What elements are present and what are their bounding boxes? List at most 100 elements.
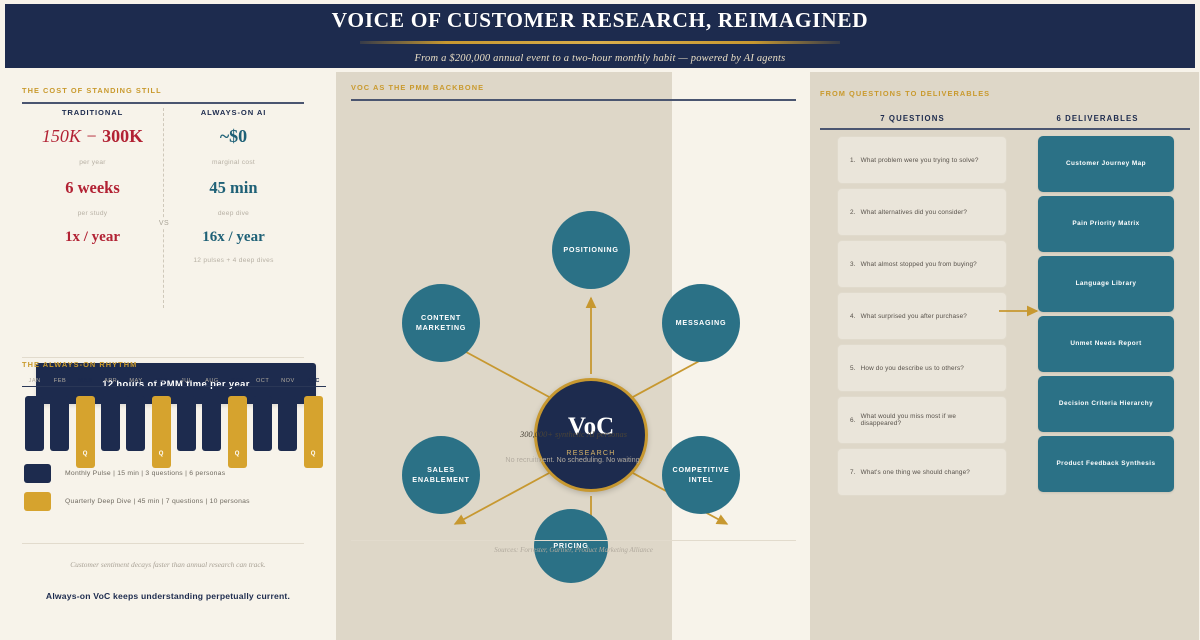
rhythm-bar-marker: Q <box>234 451 240 458</box>
deliverable-card[interactable]: Product Feedback Synthesis <box>1038 436 1174 492</box>
traditional-cost-note: per year <box>79 159 106 166</box>
deliverable-label: Product Feedback Synthesis <box>1056 460 1156 468</box>
rhythm-bar-cell <box>275 396 300 452</box>
question-number: 1. <box>850 156 856 164</box>
cost-col-traditional: TRADITIONAL 150K − 300K per year 6 weeks… <box>22 108 163 264</box>
ai-freq-value: 16x / year <box>202 229 265 245</box>
deliverable-card[interactable]: Customer Journey Map <box>1038 136 1174 192</box>
deliverable-label: Language Library <box>1075 280 1137 288</box>
deliverable-card[interactable]: Decision Criteria Hierarchy <box>1038 376 1174 432</box>
question-card[interactable]: 7.What's one thing we should change? <box>837 448 1007 496</box>
sources-note: Sources: Forrester, Gartner, Product Mar… <box>494 546 653 554</box>
rhythm-bar-cell <box>98 396 123 452</box>
rhythm-bar-jan[interactable] <box>25 396 45 452</box>
rhythm-bar-sep[interactable]: Q <box>227 396 247 469</box>
rhythm-bar-apr[interactable] <box>101 396 121 452</box>
rhythm-bar-may[interactable] <box>126 396 146 452</box>
page-subtitle: From a $200,000 annual event to a two-ho… <box>414 53 786 64</box>
cost-section-rule <box>22 102 304 104</box>
question-text: What problem were you trying to solve? <box>860 156 979 164</box>
node-pricing[interactable]: PRICING <box>534 509 608 583</box>
rhythm-bar-feb[interactable] <box>50 396 70 452</box>
deliverable-card[interactable]: Language Library <box>1038 256 1174 312</box>
question-number: 2. <box>850 208 856 216</box>
rhythm-axis-rule <box>22 386 326 388</box>
deliverable-card[interactable]: Unmet Needs Report <box>1038 316 1174 372</box>
question-text: What surprised you after purchase? <box>860 312 967 320</box>
right-panel: FROM QUESTIONS TO DELIVERABLES 7 QUESTIO… <box>811 72 1200 640</box>
traditional-cost-value: 150K − 300K <box>22 126 163 147</box>
traditional-cost-high: 300K <box>102 126 144 146</box>
rhythm-bar-dec[interactable]: Q <box>303 396 323 469</box>
question-card[interactable]: 2.What alternatives did you consider? <box>837 188 1007 236</box>
rhythm-month-label: APR <box>104 378 118 384</box>
rhythm-bar-oct[interactable] <box>253 396 273 452</box>
rhythm-bar-cell <box>123 396 148 452</box>
rhythm-bar-cell: Q <box>149 396 174 469</box>
question-card[interactable]: 4.What surprised you after purchase? <box>837 292 1007 340</box>
node-messaging-label: MESSAGING <box>675 318 727 328</box>
cost-section-bottom-rule <box>22 357 304 358</box>
question-text: What would you miss most if we disappear… <box>860 413 957 427</box>
right-header-rule <box>820 128 1190 130</box>
question-card[interactable]: 1. What problem were you trying to solve? <box>837 136 1007 184</box>
ai-cost-note: marginal cost <box>211 159 256 166</box>
deliverables-eyebrow: FROM QUESTIONS TO DELIVERABLES <box>820 89 991 98</box>
legend-swatch-pulse <box>24 463 51 483</box>
question-number: 6. <box>850 416 856 424</box>
question-list: 1. What problem were you trying to solve?… <box>837 136 1007 500</box>
deliverable-card[interactable]: Pain Priority Matrix <box>1038 196 1174 252</box>
node-positioning[interactable]: POSITIONING <box>552 211 630 289</box>
cost-section-eyebrow: THE COST OF STANDING STILL <box>22 86 162 95</box>
traditional-cost-low: 150K <box>41 126 81 146</box>
cost-comparison-grid: TRADITIONAL 150K − 300K per year 6 weeks… <box>22 108 304 264</box>
node-pricing-label: PRICING <box>553 541 589 551</box>
traditional-time-note: per study <box>77 210 108 217</box>
rhythm-bar-cell <box>22 396 47 452</box>
rhythm-bar-jun[interactable]: Q <box>151 396 171 469</box>
ai-freq-note: 12 pulses + 4 deep dives <box>193 257 274 264</box>
center-panel: VoC AS THE PMM BACKBONE POSITIO <box>337 72 810 640</box>
rhythm-bar-marker: Q <box>310 451 316 458</box>
questions-to-deliverables-arrow <box>999 305 1039 317</box>
rhythm-bar-aug[interactable] <box>202 396 222 452</box>
question-card[interactable]: 3.What almost stopped you from buying? <box>837 240 1007 288</box>
rhythm-month-label: AUG <box>205 378 219 384</box>
rhythm-bar-cell: Q <box>301 396 326 469</box>
no-recruitment-note: No recruitment. No scheduling. No waitin… <box>505 455 642 464</box>
traditional-time-value: 6 weeks <box>65 178 120 197</box>
question-text: How do you describe us to others? <box>860 364 964 372</box>
vs-label: VS <box>156 218 172 229</box>
node-messaging[interactable]: MESSAGING <box>662 284 740 362</box>
rhythm-month-label: JAN <box>28 378 41 384</box>
question-card[interactable]: 6. What would you miss most if we disappe… <box>837 396 1007 444</box>
panel-divider-left <box>336 72 672 640</box>
personas-note: 300,000+ synthetic AI personas <box>520 430 627 439</box>
deliverables-header: 6 DELIVERABLES <box>1056 114 1139 123</box>
question-number: 5. <box>850 364 856 372</box>
question-card[interactable]: 5. How do you describe us to others? <box>837 344 1007 392</box>
rhythm-bar-marker: Q <box>158 451 164 458</box>
node-positioning-label: POSITIONING <box>563 245 619 255</box>
rhythm-bar-cell <box>199 396 224 452</box>
right-column-headers: 7 QUESTIONS 6 DELIVERABLES <box>820 114 1190 123</box>
rhythm-bar-nov[interactable] <box>278 396 298 452</box>
rhythm-bar-mar[interactable]: Q <box>75 396 95 469</box>
rhythm-bar-jul[interactable] <box>177 396 197 452</box>
header-divider <box>360 41 840 44</box>
voc-core-node[interactable]: VoC RESEARCH <box>534 378 648 492</box>
rhythm-month-label: OCT <box>255 378 270 384</box>
backbone-rule <box>351 99 796 101</box>
